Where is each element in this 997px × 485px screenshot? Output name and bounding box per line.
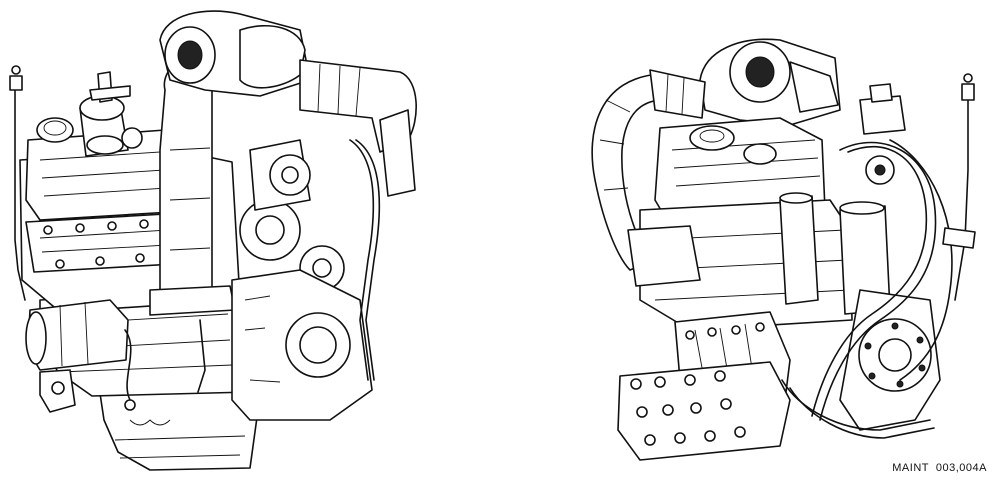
flywheel-bolts: [864, 322, 926, 388]
coolant-hose: [819, 141, 937, 421]
dipstick: [954, 83, 969, 301]
filter-canister: [779, 195, 819, 305]
crossover-pipe: [591, 73, 671, 271]
dipstick: [14, 77, 26, 301]
pump-bolts: [630, 370, 746, 446]
engine-left-view: [9, 10, 417, 471]
filler-cap: [36, 117, 74, 143]
figure-caption: MAINT 003,004A: [892, 462, 987, 474]
manifold-bolts: [685, 322, 765, 340]
engine-right-view: [591, 38, 976, 461]
hose: [349, 139, 375, 381]
